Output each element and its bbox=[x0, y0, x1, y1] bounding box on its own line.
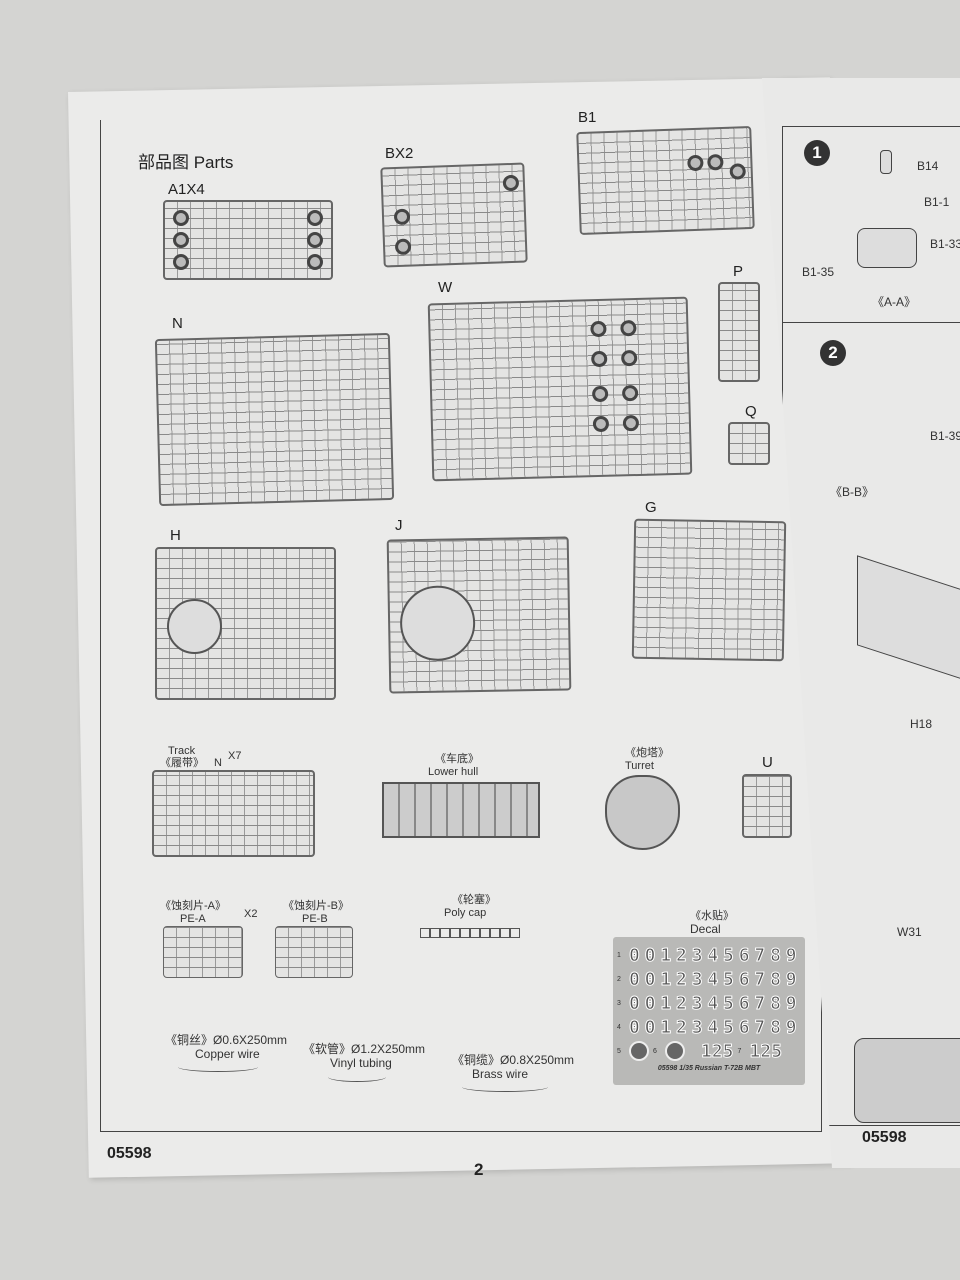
decal-row-number: 2 bbox=[617, 975, 621, 983]
decal-125: 125 bbox=[749, 1040, 783, 1062]
sprue-label: H bbox=[170, 527, 181, 544]
step-1-badge: 1 bbox=[804, 140, 830, 166]
copper-en: Copper wire bbox=[195, 1047, 260, 1061]
decal-digits: 0 0 1 2 3 4 5 6 7 8 9 bbox=[629, 944, 798, 966]
decal-row-number: 1 bbox=[617, 951, 621, 959]
turret-cn: 《炮塔》 bbox=[625, 747, 669, 759]
sprue-b1 bbox=[576, 125, 755, 236]
decal-digits: 0 0 1 2 3 4 5 6 7 8 9 bbox=[629, 968, 798, 990]
sprue-a1 bbox=[163, 200, 333, 280]
step-2-badge: 2 bbox=[820, 340, 846, 366]
pe-b-en: PE-B bbox=[302, 913, 328, 925]
sprue-g bbox=[631, 518, 787, 662]
sprue-label: BX2 bbox=[385, 145, 414, 162]
part-label: B1-33 bbox=[930, 237, 960, 251]
turret-en: Turret bbox=[625, 760, 654, 772]
sprue-label: G bbox=[645, 499, 657, 516]
decal-row-number: 7 bbox=[737, 1047, 742, 1055]
brass-en: Brass wire bbox=[472, 1067, 529, 1081]
sprue-p bbox=[718, 282, 760, 382]
vinyl-tubing-drawing bbox=[328, 1072, 386, 1082]
decal-cn: 《水贴》 bbox=[690, 910, 734, 922]
track-letter: N bbox=[214, 757, 222, 769]
view-label: 《A-A》 bbox=[872, 295, 917, 309]
decal-row-number: 6 bbox=[653, 1047, 657, 1055]
copper-wire-drawing bbox=[178, 1062, 258, 1072]
sprue-label: A1X4 bbox=[168, 181, 205, 198]
lower-hull-cn: 《车底》 bbox=[435, 753, 479, 765]
brass-spec: 《铜缆》Ø0.8X250mm bbox=[452, 1053, 575, 1067]
pe-a-fret bbox=[163, 926, 243, 978]
product-code: 05598 bbox=[862, 1129, 907, 1146]
sprue-track bbox=[152, 770, 315, 857]
pe-a-count: X2 bbox=[244, 908, 258, 920]
sprue-label: N bbox=[172, 315, 183, 332]
lower-hull-drawing bbox=[382, 782, 540, 838]
sprue-label: W bbox=[438, 279, 453, 296]
copper-spec: 《铜丝》Ø0.6X250mm bbox=[165, 1033, 288, 1047]
page-number: 2 bbox=[474, 1160, 484, 1179]
sprue-label: P bbox=[733, 263, 744, 280]
poly-cap-en: Poly cap bbox=[444, 907, 487, 919]
decal-caption: 05598 1/35 Russian T-72B MBT bbox=[657, 1065, 761, 1072]
decal-row-number: 4 bbox=[617, 1023, 621, 1031]
sprue-bx2 bbox=[380, 162, 528, 268]
part-drawing bbox=[880, 150, 892, 174]
part-label: B1-1 bbox=[924, 195, 950, 209]
decal-row-number: 3 bbox=[617, 999, 621, 1007]
decal-sheet: 1 0 0 1 2 3 4 5 6 7 8 9 2 0 0 1 2 3 4 5 6 … bbox=[613, 937, 805, 1085]
sprue-u bbox=[742, 774, 792, 838]
poly-cap-cn: 《轮塞》 bbox=[452, 894, 496, 906]
pe-b-fret bbox=[275, 926, 353, 978]
wheel-drawing bbox=[854, 1038, 960, 1123]
sprue-label: U bbox=[762, 754, 773, 771]
sprue-n bbox=[154, 332, 395, 507]
product-code: 05598 bbox=[107, 1145, 152, 1162]
turret-drawing bbox=[605, 775, 680, 850]
sprue-h bbox=[155, 547, 336, 700]
decal-digits: 0 0 1 2 3 4 5 6 7 8 9 bbox=[629, 1016, 798, 1038]
track-label-cn: 《履带》 bbox=[160, 757, 204, 769]
vinyl-spec: 《软管》Ø1.2X250mm bbox=[303, 1042, 426, 1056]
part-label: B14 bbox=[917, 159, 939, 173]
emblem-icon bbox=[665, 1041, 685, 1061]
pe-a-cn: 《蚀刻片-A》 bbox=[160, 900, 226, 912]
page-title: 部品图 Parts bbox=[138, 153, 234, 172]
sprue-label: B1 bbox=[578, 109, 597, 126]
lower-hull-en: Lower hull bbox=[428, 766, 479, 778]
sprue-label: J bbox=[395, 517, 403, 534]
decal-125: 125 bbox=[701, 1040, 735, 1062]
sprue-j bbox=[386, 536, 572, 694]
decal-row-number: 5 bbox=[617, 1047, 621, 1055]
step-divider bbox=[782, 322, 960, 323]
poly-cap-runner bbox=[420, 928, 520, 938]
pe-a-en: PE-A bbox=[180, 913, 206, 925]
decal-digits: 0 0 1 2 3 4 5 6 7 8 9 bbox=[629, 992, 798, 1014]
emblem-icon bbox=[629, 1041, 649, 1061]
decal-en: Decal bbox=[690, 922, 721, 936]
part-label: B1-39 bbox=[930, 429, 960, 443]
sprue-label: Q bbox=[745, 403, 757, 420]
track-count: X7 bbox=[228, 750, 242, 762]
brass-wire-drawing bbox=[462, 1082, 548, 1092]
sprue-w bbox=[427, 296, 693, 482]
view-label: 《B-B》 bbox=[830, 485, 875, 499]
part-label: H18 bbox=[910, 717, 933, 731]
part-label: W31 bbox=[897, 925, 922, 939]
vinyl-en: Vinyl tubing bbox=[330, 1056, 392, 1070]
pe-b-cn: 《蚀刻片-B》 bbox=[283, 900, 349, 912]
track-label-en: Track bbox=[168, 745, 196, 757]
sprue-q bbox=[728, 422, 770, 465]
part-drawing bbox=[857, 228, 917, 268]
part-label: B1-35 bbox=[802, 265, 835, 279]
